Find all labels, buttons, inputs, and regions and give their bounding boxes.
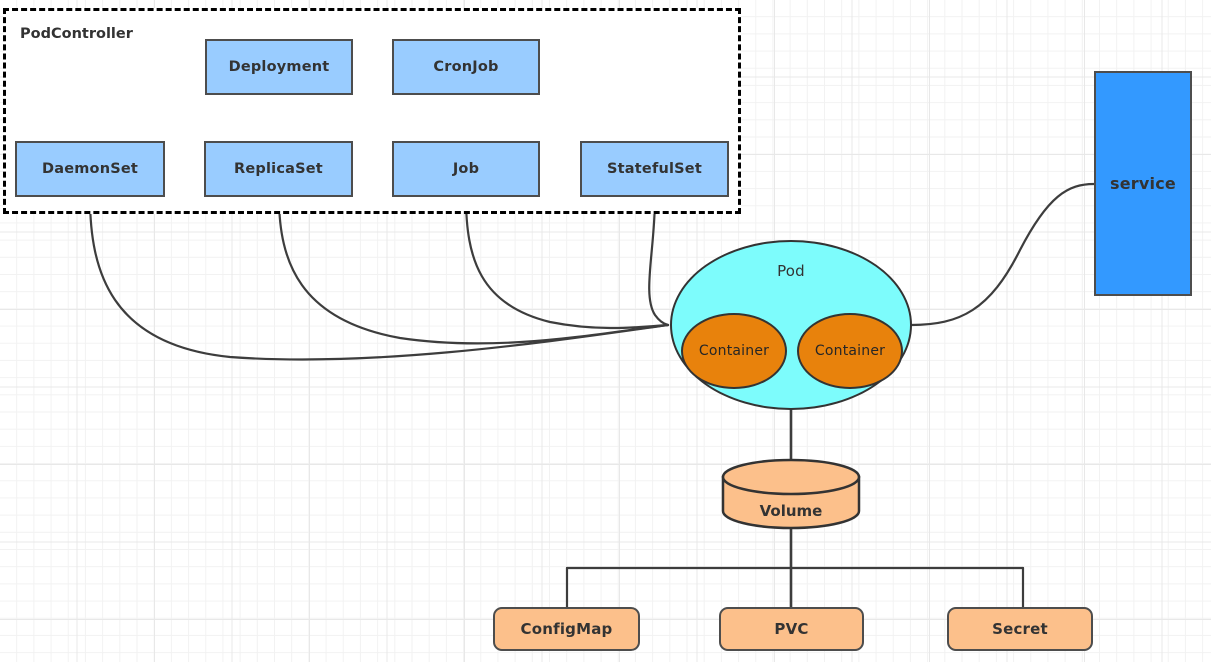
node-volume-label: Volume [759,502,823,520]
node-daemonset[interactable]: DaemonSet [15,141,165,197]
node-deployment[interactable]: Deployment [205,39,353,95]
node-pvc[interactable]: PVC [719,607,864,651]
node-secret-label: Secret [992,620,1048,638]
edge-replicaset-pod [277,195,670,345]
node-statefulset[interactable]: StatefulSet [580,141,729,197]
node-service[interactable]: service [1094,71,1192,296]
node-configmap[interactable]: ConfigMap [493,607,640,651]
node-configmap-label: ConfigMap [520,620,613,638]
cylinder-shape [721,458,861,530]
node-daemonset-label: DaemonSet [41,161,139,177]
node-secret[interactable]: Secret [947,607,1093,651]
node-job[interactable]: Job [392,141,540,197]
node-container-left[interactable]: Container [681,313,787,389]
node-job-label: Job [452,161,480,177]
node-pvc-label: PVC [774,620,809,638]
node-cronjob-label: CronJob [433,59,499,75]
edge-statefulset-pod [648,195,670,327]
node-cronjob[interactable]: CronJob [392,39,540,95]
node-container-right-label: Container [814,343,886,359]
node-pod-label: Pod [777,262,805,280]
node-replicaset-label: ReplicaSet [234,161,323,177]
pod-controller-label: PodController [20,26,133,42]
edge-daemonset-pod [88,195,670,361]
node-container-left-label: Container [698,343,770,359]
edge-pod-service [909,182,1096,327]
node-service-label: service [1110,174,1176,193]
edge-job-pod [464,195,670,330]
node-replicaset[interactable]: ReplicaSet [204,141,353,197]
node-statefulset-label: StatefulSet [607,161,702,177]
node-container-right[interactable]: Container [797,313,903,389]
node-volume[interactable]: Volume [721,458,861,530]
node-deployment-label: Deployment [228,59,330,75]
